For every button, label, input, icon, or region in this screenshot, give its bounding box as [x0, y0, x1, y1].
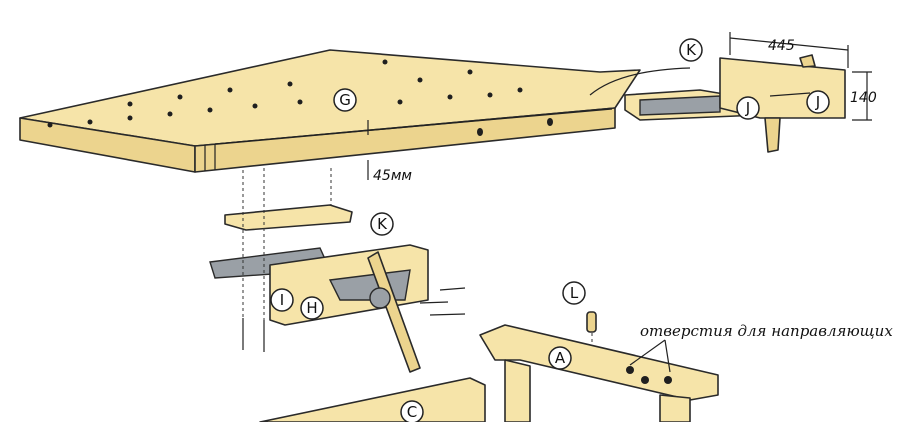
label-h: H [300, 296, 324, 320]
dowel-l [586, 311, 597, 333]
svg-text:H: H [306, 299, 317, 317]
bench-dog-holes [47, 59, 553, 136]
svg-text:C: C [407, 403, 417, 421]
svg-text:L: L [570, 284, 579, 302]
label-c: C [400, 400, 424, 422]
svg-text:G: G [339, 91, 351, 109]
svg-text:K: K [377, 215, 388, 233]
label-l: L [562, 281, 586, 305]
guide-holes-annotation: отверстия для направляющих [640, 322, 893, 340]
label-k-mid: K [370, 212, 394, 236]
label-j-right: J [806, 90, 830, 114]
dimension-width: 445 [768, 38, 795, 54]
label-a: A [548, 346, 572, 370]
label-i: I [270, 288, 294, 312]
dimension-thickness: 45мм [373, 168, 412, 184]
vise-block-k [224, 204, 353, 231]
bench-top [19, 49, 691, 173]
svg-text:J: J [745, 99, 750, 117]
svg-text:J: J [815, 93, 820, 111]
label-g: G [333, 88, 357, 112]
rail-c [259, 377, 486, 422]
label-j-left: J [736, 96, 760, 120]
screws [242, 287, 466, 352]
svg-text:I: I [280, 291, 284, 309]
svg-text:K: K [686, 41, 697, 59]
dimension-height: 140 [850, 90, 877, 106]
label-k-top: K [679, 38, 703, 62]
svg-text:A: A [555, 349, 566, 367]
dimension-lines [367, 32, 872, 180]
leg-assembly [479, 324, 719, 422]
